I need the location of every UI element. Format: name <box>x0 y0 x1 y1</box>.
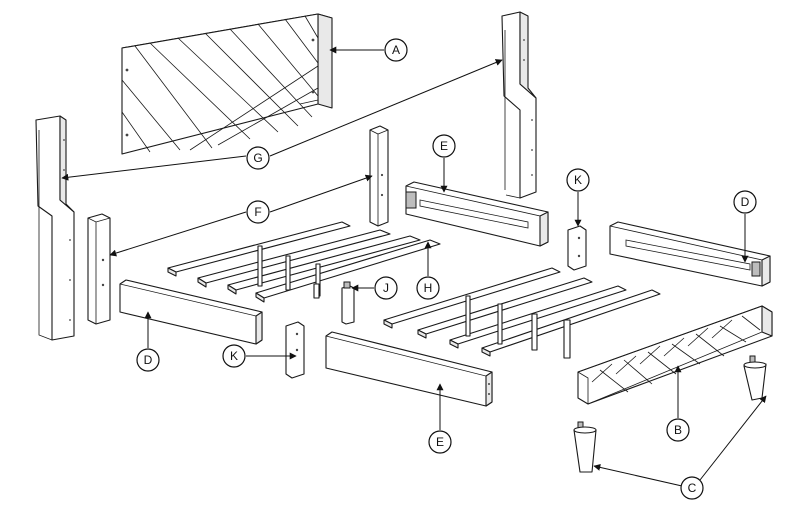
svg-text:E: E <box>436 435 444 449</box>
svg-text:C: C <box>688 481 697 495</box>
callout-d-left: D <box>136 348 160 372</box>
callout-a: A <box>384 38 408 62</box>
bed-leg-right <box>743 355 767 401</box>
side-rail-top <box>405 181 549 247</box>
center-rails-left <box>167 221 441 303</box>
callout-b: B <box>666 418 690 442</box>
side-rail-bottom <box>325 331 493 407</box>
footboard-post-right <box>369 125 389 227</box>
callout-d-right: D <box>733 190 757 214</box>
bracket-right <box>567 225 587 271</box>
center-rails-right <box>383 267 661 359</box>
svg-text:K: K <box>574 173 582 187</box>
bracket-left <box>285 321 305 379</box>
svg-text:K: K <box>230 349 238 363</box>
side-rail-left <box>119 279 263 345</box>
side-rail-right <box>609 221 771 287</box>
svg-text:D: D <box>741 195 750 209</box>
svg-text:D: D <box>144 353 153 367</box>
headboard-panel <box>121 13 333 155</box>
headboard-post-left <box>35 115 75 341</box>
footboard-panel <box>577 305 773 405</box>
leader-lines <box>61 46 767 487</box>
svg-text:B: B <box>674 423 682 437</box>
svg-text:G: G <box>253 151 262 165</box>
callout-k-right: K <box>566 168 590 192</box>
callout-f: F <box>246 200 270 224</box>
callout-j: J <box>374 276 398 300</box>
svg-text:A: A <box>392 43 400 57</box>
footboard-post-left <box>87 213 111 325</box>
headboard-post-right <box>501 11 537 199</box>
svg-text:F: F <box>254 205 261 219</box>
callout-h: H <box>416 276 440 300</box>
bed-leg-left <box>573 421 597 473</box>
callout-k-left: K <box>222 344 246 368</box>
svg-text:E: E <box>440 139 448 153</box>
svg-text:H: H <box>424 281 433 295</box>
support-leg <box>341 281 355 325</box>
callout-e-top: E <box>432 134 456 158</box>
callout-g: G <box>246 146 270 170</box>
callout-e-bottom: E <box>428 430 452 454</box>
svg-text:J: J <box>383 281 389 295</box>
callout-c: C <box>680 476 704 500</box>
